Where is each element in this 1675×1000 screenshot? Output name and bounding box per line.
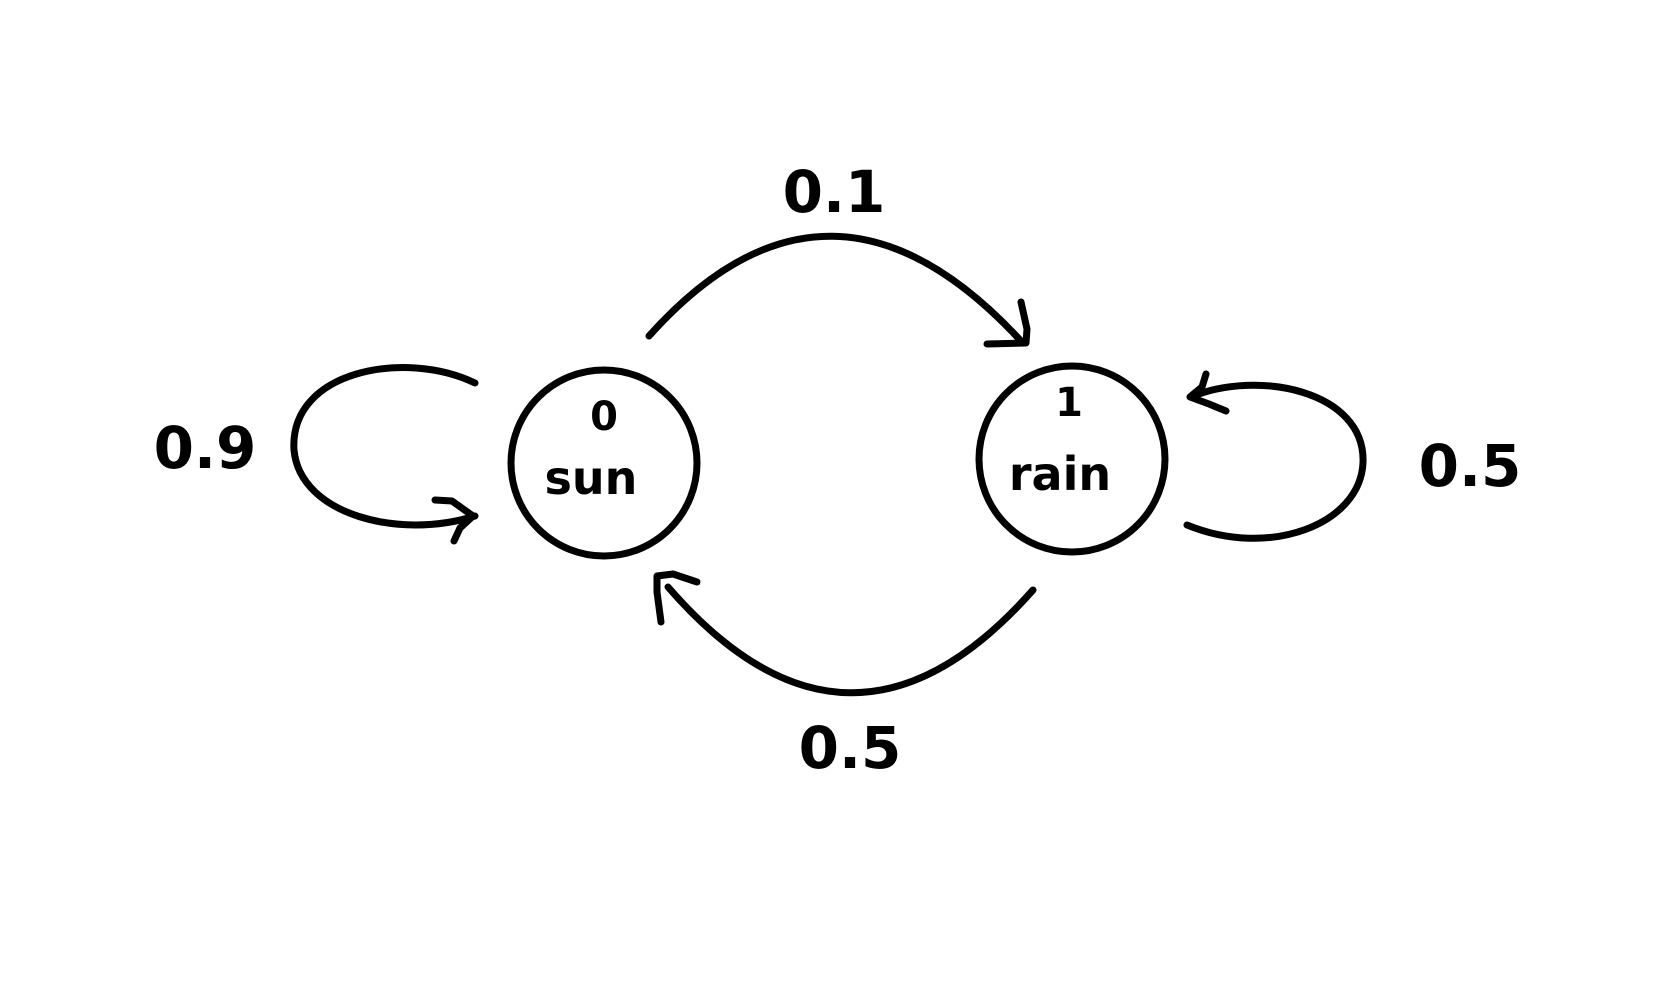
self-loop-label-sun: 0.9 <box>154 414 257 482</box>
self-loop-arc-sun <box>290 364 479 529</box>
edge-arc-rain-to-sun <box>664 583 1037 697</box>
edge-sun-to-rain: 0.1 <box>645 158 1031 348</box>
self-loop-rain: 0.5 <box>1183 370 1522 542</box>
arrowhead-icon <box>431 496 477 545</box>
self-loop-sun: 0.9 <box>154 364 479 545</box>
edge-label-rain-to-sun: 0.5 <box>799 714 902 782</box>
state-name-rain: rain <box>1009 447 1111 501</box>
state-node-rain: 1 rain <box>975 362 1169 556</box>
edge-rain-to-sun: 0.5 <box>653 570 1037 782</box>
state-name-sun: sun <box>545 451 638 505</box>
edge-arc-sun-to-rain <box>645 232 1025 345</box>
arrowhead-icon <box>653 570 701 626</box>
edge-label-sun-to-rain: 0.1 <box>783 158 886 226</box>
self-loop-arc-rain <box>1183 381 1367 542</box>
arrowhead-icon <box>1186 370 1230 415</box>
state-circle-rain <box>975 362 1169 556</box>
state-node-sun: 0 sun <box>507 366 701 560</box>
state-id-sun: 0 <box>590 394 618 440</box>
state-id-rain: 1 <box>1055 380 1083 426</box>
arrowhead-icon <box>983 298 1031 348</box>
state-circle-sun <box>507 366 701 560</box>
self-loop-label-rain: 0.5 <box>1419 432 1522 500</box>
